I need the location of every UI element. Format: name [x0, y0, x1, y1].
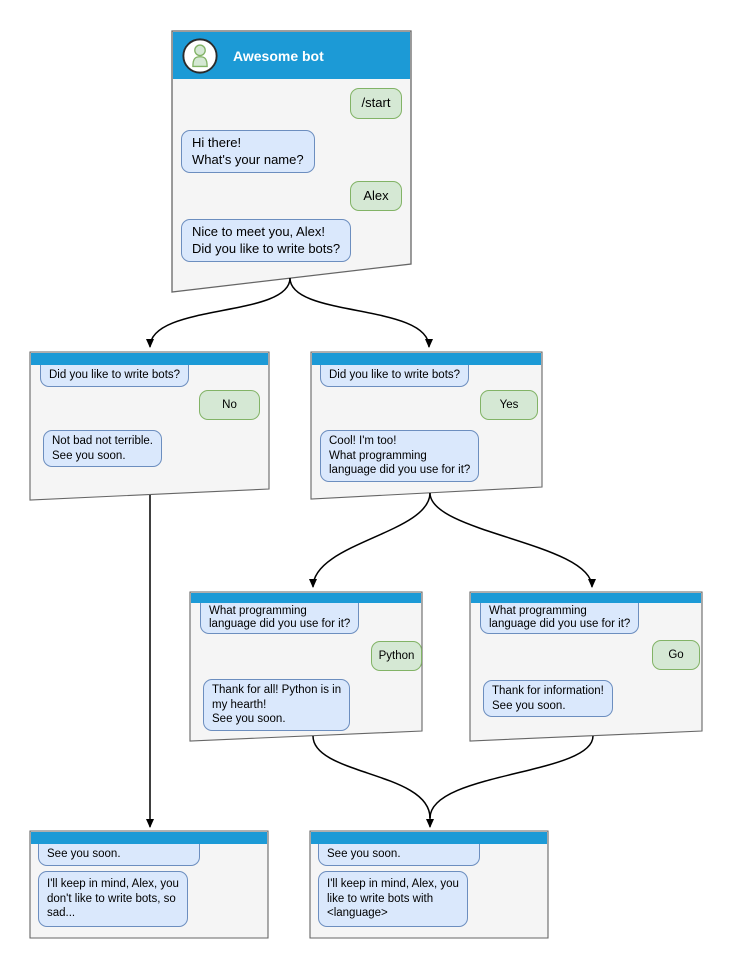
branch-yes-reply: Cool! I'm too! What programming language… — [320, 430, 480, 483]
branch-python-header — [191, 593, 421, 603]
branch-yes-header — [312, 353, 541, 365]
arrow-root-to-yes — [289, 277, 433, 348]
end-yes-question: See you soon. — [318, 844, 480, 866]
branch-go-answer: Go — [652, 640, 700, 670]
user-message-start: /start — [350, 88, 402, 119]
branch-go-header — [471, 593, 701, 603]
end-no-reply: I'll keep in mind, Alex, you don't like … — [38, 871, 188, 928]
branch-go-reply: Thank for information! See you soon. — [483, 680, 613, 718]
arrow-yes-to-python — [309, 492, 431, 588]
branch-python-answer: Python — [371, 641, 422, 671]
arrow-yes-to-go — [429, 492, 596, 588]
root-window-header: Awesome bot — [173, 32, 410, 79]
end-no-question: See you soon. — [38, 844, 200, 866]
bot-message-greeting: Hi there! What's your name? — [181, 130, 315, 174]
branch-no-answer: No — [199, 390, 260, 420]
end-yes-reply: I'll keep in mind, Alex, you like to wri… — [318, 871, 468, 928]
branch-go-question: What programming language did you use fo… — [480, 603, 640, 634]
branch-no-reply: Not bad not terrible. See you soon. — [43, 430, 163, 468]
user-message-name: Alex — [350, 181, 402, 211]
branch-yes-answer: Yes — [480, 390, 538, 420]
end-yes-header — [311, 832, 547, 844]
branch-yes-question: Did you like to write bots? — [320, 365, 470, 387]
branch-python-question: What programming language did you use fo… — [200, 603, 360, 634]
arrow-root-to-no — [146, 277, 291, 348]
root-window-title: Awesome bot — [233, 47, 324, 64]
bot-message-meet: Nice to meet you, Alex! Did you like to … — [181, 219, 352, 263]
bot-avatar-icon — [182, 37, 218, 74]
branch-no-question: Did you like to write bots? — [40, 365, 190, 387]
arrow-python-to-end — [312, 735, 431, 819]
branch-python-reply: Thank for all! Python is in my hearth! S… — [203, 679, 351, 732]
arrow-go-to-end — [429, 735, 594, 819]
end-no-header — [31, 832, 267, 844]
branch-no-header — [31, 353, 268, 365]
